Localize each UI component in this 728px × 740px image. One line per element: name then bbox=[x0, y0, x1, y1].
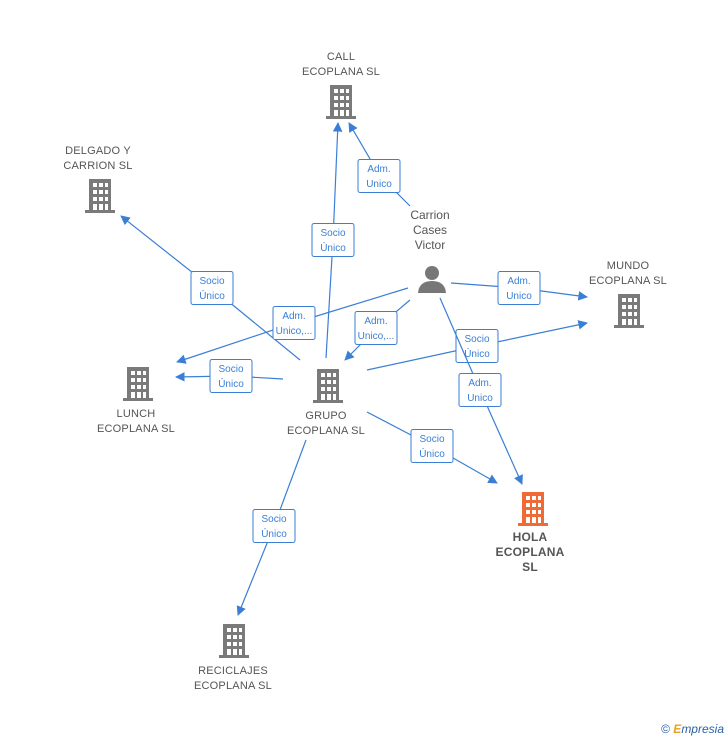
edge-label-box[interactable]: Adm. Unico bbox=[458, 373, 502, 407]
building-icon bbox=[123, 367, 153, 401]
edge-label-text: Socio bbox=[419, 434, 444, 445]
company-node-delgado[interactable]: DELGADO Y CARRION SL bbox=[63, 145, 132, 213]
company-name: DELGADO Y bbox=[65, 145, 131, 157]
copyright-symbol: © bbox=[661, 722, 670, 736]
edge-label-frame bbox=[354, 311, 398, 345]
edge-label-text: Socio bbox=[199, 276, 224, 287]
edge-label-frame bbox=[357, 159, 401, 193]
person-icon bbox=[418, 266, 446, 293]
edge-carrion-mundo: Adm. Unico bbox=[450, 271, 588, 305]
edge-label-frame bbox=[272, 306, 316, 340]
company-name: ECOPLANA SL bbox=[194, 680, 272, 692]
edge-label-text: Socio bbox=[320, 228, 345, 239]
person-body bbox=[418, 281, 446, 293]
edge-label-text: Adm. bbox=[468, 378, 491, 389]
edge-label-text: Adm. bbox=[364, 316, 387, 327]
edge-label-text: Único bbox=[419, 447, 445, 460]
building-icon bbox=[518, 492, 548, 526]
edge-label-frame bbox=[458, 373, 502, 407]
company-node-grupo[interactable]: GRUPO ECOPLANA SL bbox=[287, 369, 365, 437]
edge-carrion-hola: Adm. Unico bbox=[439, 297, 523, 485]
edge-label-text: Único bbox=[199, 289, 225, 302]
edge-label-box[interactable]: Adm. Unico bbox=[497, 271, 541, 305]
edge-label-text: Unico bbox=[467, 393, 493, 404]
edge-label-text: Socio bbox=[464, 334, 489, 345]
building-icon bbox=[85, 179, 115, 213]
building-icon bbox=[313, 369, 343, 403]
brand-initial: E bbox=[673, 722, 682, 736]
company-node-mundo[interactable]: MUNDO ECOPLANA SL bbox=[589, 260, 667, 328]
edge-label-box[interactable]: Adm. Unico bbox=[357, 159, 401, 193]
person-name: Victor bbox=[415, 238, 445, 252]
edge-label-text: Único bbox=[320, 241, 346, 254]
company-name: MUNDO bbox=[607, 260, 650, 272]
brand-name: mpresia bbox=[681, 722, 724, 736]
company-name: SL bbox=[522, 560, 538, 574]
edge-label-text: Adm. bbox=[507, 276, 530, 287]
company-name: ECOPLANA SL bbox=[589, 275, 667, 287]
edge-label-text: Único bbox=[464, 347, 490, 360]
company-name: CALL bbox=[327, 51, 355, 63]
edge-label-text: Socio bbox=[218, 364, 243, 375]
person-name: Cases bbox=[413, 223, 447, 237]
building-icon bbox=[614, 294, 644, 328]
edge-label-frame bbox=[410, 429, 454, 463]
edge-label-text: Unico bbox=[366, 179, 392, 190]
edge-label-frame bbox=[190, 271, 234, 305]
company-node-lunch[interactable]: LUNCH ECOPLANA SL bbox=[97, 367, 175, 435]
edge-carrion-lunch: Adm. Unico,... bbox=[176, 287, 409, 364]
company-name: ECOPLANA SL bbox=[302, 66, 380, 78]
company-name: HOLA bbox=[513, 530, 548, 544]
company-name: GRUPO bbox=[305, 410, 347, 422]
edge-label-text: Único bbox=[218, 377, 244, 390]
company-name: ECOPLANA SL bbox=[97, 423, 175, 435]
edge-label-frame bbox=[497, 271, 541, 305]
edge-label-text: Unico bbox=[506, 291, 532, 302]
company-name: ECOPLANA bbox=[496, 545, 565, 559]
footer-brand: © Empresia bbox=[661, 722, 724, 736]
company-node-call[interactable]: CALL ECOPLANA SL bbox=[302, 51, 380, 119]
edge-label-box[interactable]: Adm. Unico,... bbox=[354, 311, 398, 345]
edge-label-frame bbox=[311, 223, 355, 257]
edge-label-frame bbox=[455, 329, 499, 363]
edge-label-text: Adm. bbox=[367, 164, 390, 175]
building-icon bbox=[326, 85, 356, 119]
edge-carrion-call: Adm. Unico bbox=[348, 122, 411, 207]
edge-label-text: Socio bbox=[261, 514, 286, 525]
company-name: CARRION SL bbox=[63, 160, 132, 172]
edge-label-box[interactable]: Adm. Unico,... bbox=[272, 306, 316, 340]
edge-label-text: Unico,... bbox=[358, 331, 395, 342]
edge-label-text: Único bbox=[261, 527, 287, 540]
company-name: ECOPLANA SL bbox=[287, 425, 365, 437]
edge-label-text: Unico,... bbox=[276, 326, 313, 337]
company-name: RECICLAJES bbox=[198, 665, 268, 677]
person-name: Carrion bbox=[410, 208, 449, 222]
person-head bbox=[425, 266, 439, 280]
edge-label-text: Adm. bbox=[282, 311, 305, 322]
building-icon bbox=[219, 624, 249, 658]
edge-carrion-grupo: Adm. Unico,... bbox=[344, 299, 411, 361]
company-name: LUNCH bbox=[117, 408, 156, 420]
edge-label-frame bbox=[252, 509, 296, 543]
edge-label-frame bbox=[209, 359, 253, 393]
company-node-reciclajes[interactable]: RECICLAJES ECOPLANA SL bbox=[194, 624, 272, 692]
